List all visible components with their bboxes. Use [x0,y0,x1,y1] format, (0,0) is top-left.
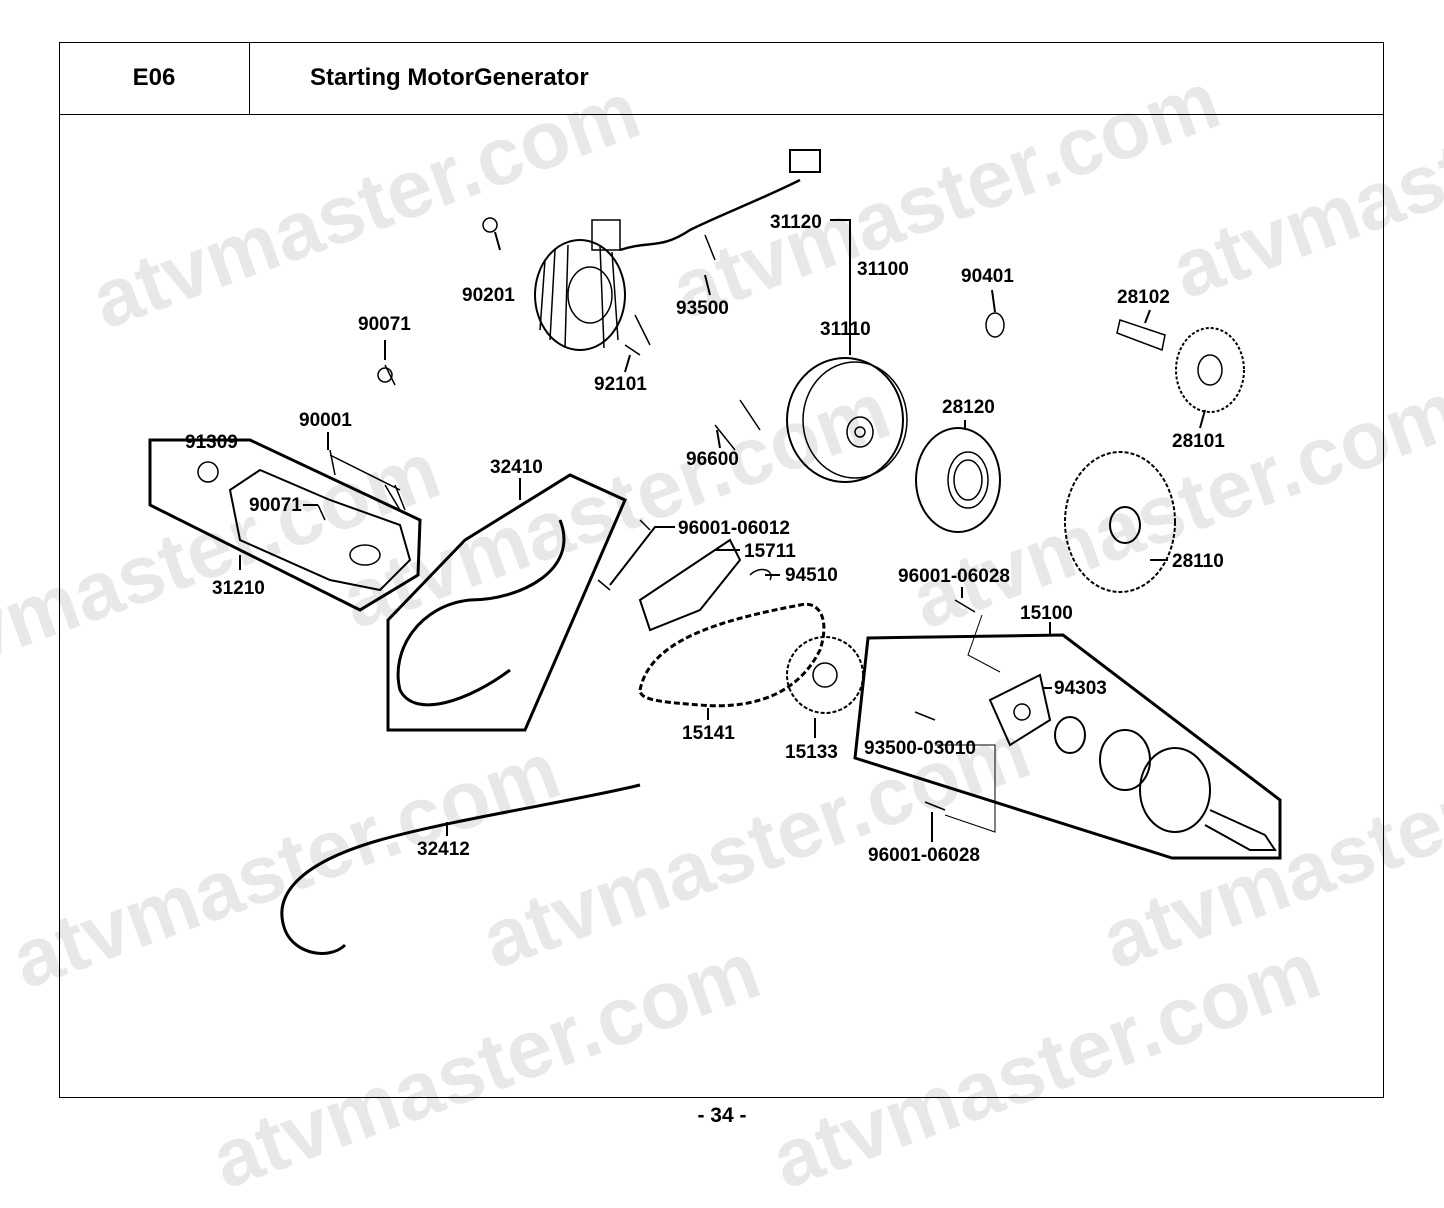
part-label-90071: 90071 [249,495,302,516]
part-label-28101: 28101 [1172,431,1225,452]
part-label-90001: 90001 [299,410,352,431]
part-label-15141: 15141 [682,723,735,744]
stator-coil [534,149,821,351]
part-label-15711: 15711 [744,541,796,562]
exploded-parts-diagram: 31120 31100 90201 93500 90401 28102 9007… [148,149,1282,955]
part-label-94510: 94510 [785,565,838,586]
page-title: Starting MotorGenerator [250,42,1384,115]
drive-chain [638,602,826,708]
part-label-96001-06012: 96001-06012 [678,518,790,539]
chain-guide [638,538,742,632]
chain-sprocket [786,636,864,714]
one-way-clutch [915,427,1001,533]
part-label-31100: 31100 [857,259,909,280]
page-number: - 34 - [697,1104,747,1127]
starter-cable [396,519,566,707]
starter-cable-group-outline [386,473,627,732]
part-label-90201: 90201 [462,285,515,306]
leader-31100 [830,219,851,355]
part-label-94303: 94303 [1054,678,1107,699]
battery-cable [280,783,641,955]
oil-pump [988,673,1277,851]
section-code: E06 [59,42,250,115]
part-label-31210: 31210 [212,578,265,599]
part-label-15133: 15133 [785,742,838,763]
part-label-96600: 96600 [686,449,739,470]
part-label-28120: 28120 [942,397,995,418]
part-label-96001-06028: 96001-06028 [868,845,980,866]
part-label-31110: 31110 [820,319,871,340]
part-label-90401: 90401 [961,266,1014,287]
part-label-31120: 31120 [770,212,822,233]
diagram-frame [59,42,1384,1098]
part-label-28110: 28110 [1172,551,1224,572]
flywheel [786,357,908,483]
starter-motor [197,449,412,592]
part-label-92101: 92101 [594,374,647,395]
part-label-28102: 28102 [1117,287,1170,308]
part-label-93500: 93500 [676,298,729,319]
driven-gear [1064,451,1176,593]
idle-gear [1116,319,1245,413]
part-label-93500-03010: 93500-03010 [864,738,976,759]
part-label-32412: 32412 [417,839,470,860]
part-label-15100: 15100 [1020,603,1073,624]
starter-clutch-group-outline [853,633,1282,860]
starter-motor-group-outline [148,438,422,612]
part-label-32410: 32410 [490,457,543,478]
part-label-91309: 91309 [185,432,238,453]
part-label-96001-06028: 96001-06028 [898,566,1010,587]
part-label-90071: 90071 [358,314,411,335]
